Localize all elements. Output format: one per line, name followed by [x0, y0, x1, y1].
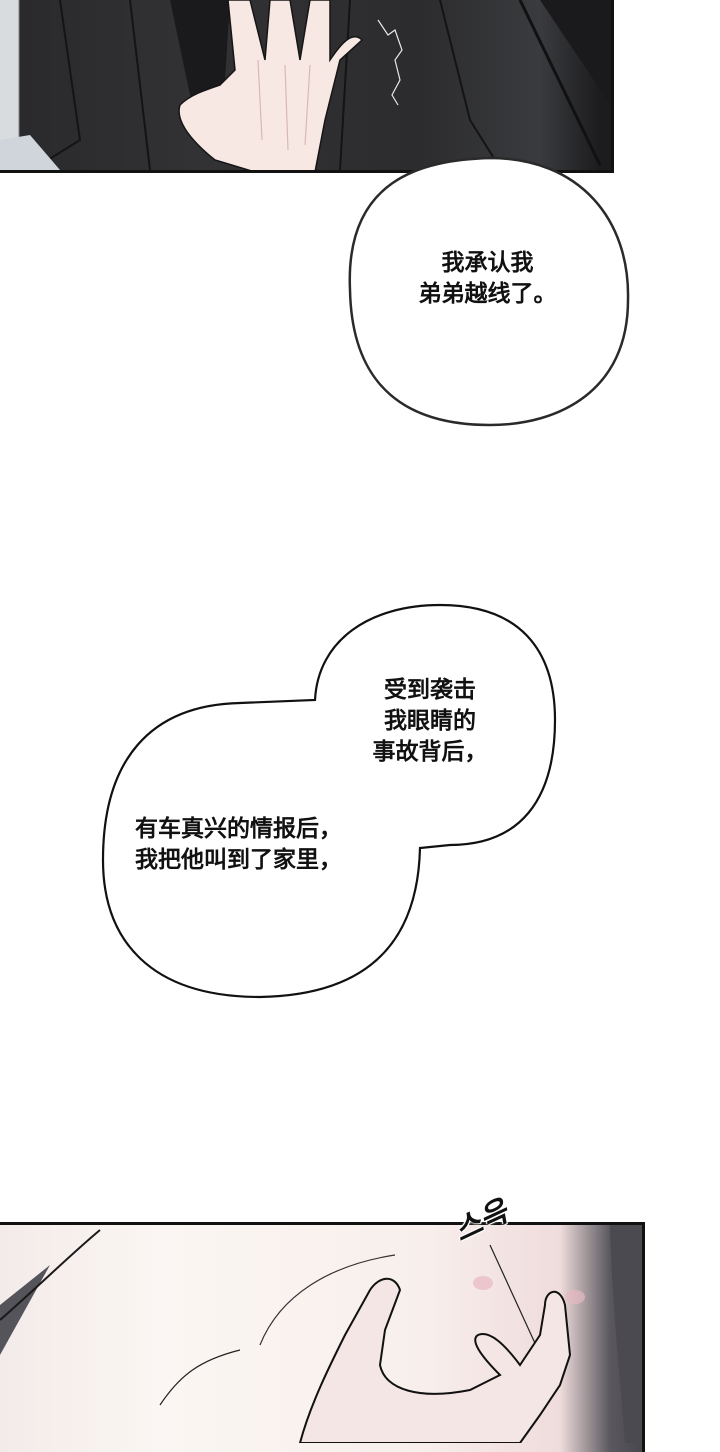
hand-on-chest-illustration — [0, 1225, 642, 1443]
speech-bubble-1-text: 我承认我 弟弟越线了。 — [418, 250, 557, 307]
comic-panel-top — [0, 0, 614, 173]
hand-on-jacket-illustration — [0, 0, 611, 170]
comic-panel-bottom — [0, 1222, 645, 1452]
speech-bubble-2-lower-text: 有车真兴的情报后， 我把他叫到了家里， — [135, 816, 342, 873]
speech-bubble-2-upper-text: 受到袭击 我眼睛的 事故背后， — [372, 677, 488, 765]
